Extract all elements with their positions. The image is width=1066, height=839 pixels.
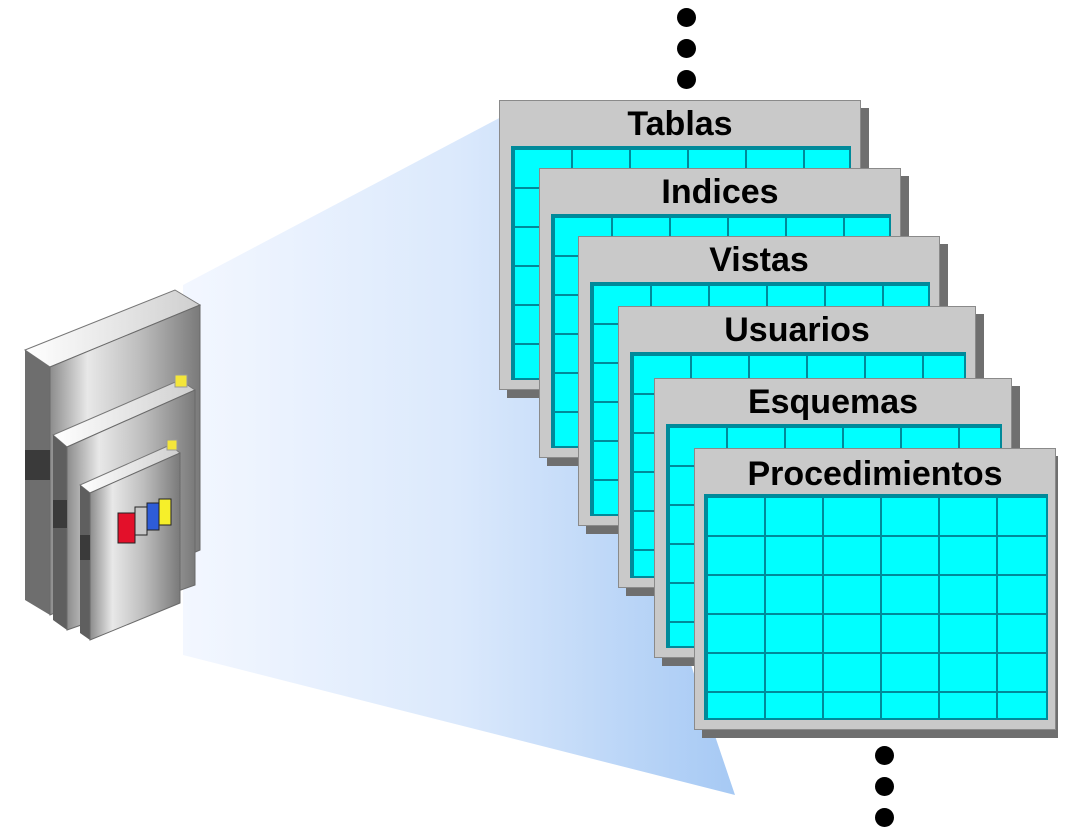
ellipsis-dot — [875, 746, 894, 765]
card-title: Usuarios — [724, 311, 870, 349]
ellipsis-dot — [677, 39, 696, 58]
ellipsis-dot — [875, 777, 894, 796]
card-title: Indices — [661, 173, 779, 211]
ellipsis-top — [677, 8, 697, 101]
ellipsis-dot — [875, 808, 894, 827]
card-title: Vistas — [709, 241, 809, 279]
ellipsis-dot — [677, 70, 696, 89]
database-books-icon — [23, 289, 202, 641]
card-title: Esquemas — [747, 383, 919, 421]
card-procedimientos: Procedimientos — [694, 448, 1058, 738]
card-title: Tablas — [627, 105, 733, 143]
ellipsis-dot — [677, 8, 696, 27]
card-title: Procedimientos — [747, 455, 1003, 493]
ellipsis-bottom — [875, 746, 895, 839]
